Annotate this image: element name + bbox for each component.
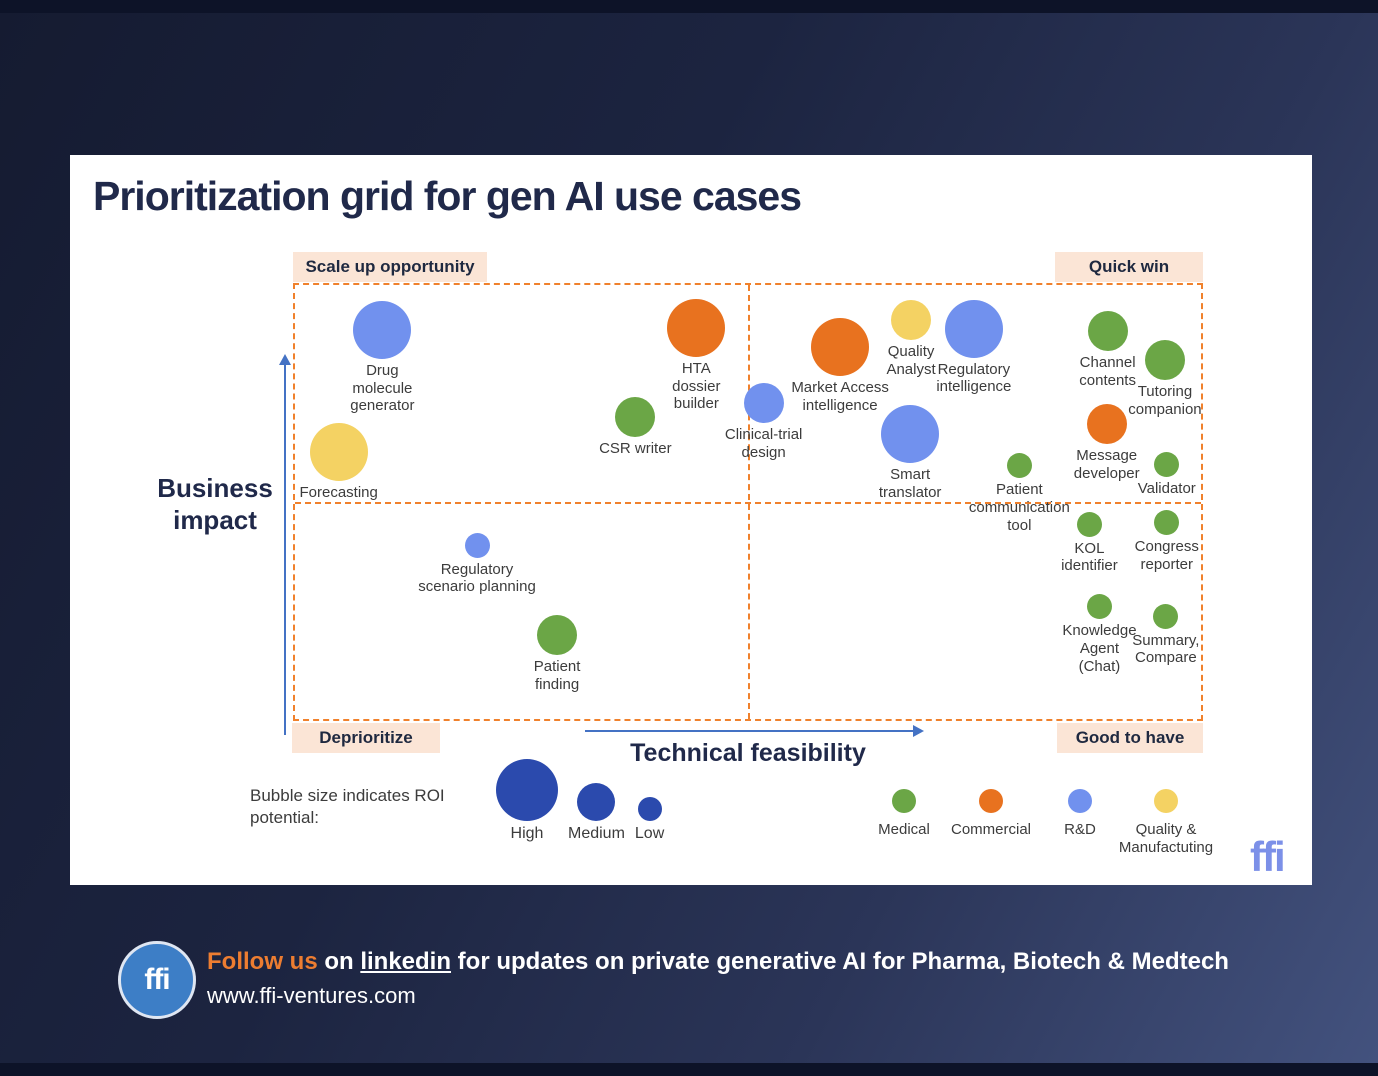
legend-dot-medical (892, 789, 916, 813)
bubble-regulatory-scenario-planning (464, 532, 490, 558)
bubble-hta-dossier-builder (667, 298, 726, 357)
footer-text-mid: on (317, 948, 361, 975)
legend-dot-quality-manufacturing (1154, 789, 1178, 813)
bubble-quality-analyst (891, 300, 932, 341)
bubble-label-drug-molecule-generator: Drug molecule generator (350, 362, 415, 415)
legend-label-commercial: Commercial (950, 821, 1031, 838)
bubble-forecasting (309, 422, 368, 481)
legend-item-r-d: R&D (1020, 789, 1140, 839)
bubble-patient-finding (537, 614, 578, 655)
bubble-label-validator: Validator (1137, 479, 1196, 497)
quadrant-label-quick-win: Quick win (1055, 252, 1203, 282)
size-legend-label-low: Low (634, 825, 665, 842)
bubble-message-developer (1086, 403, 1127, 444)
bubble-label-patient-finding: Patient finding (533, 657, 581, 693)
bubble-label-regulatory-scenario-planning: Regulatory scenario planning (418, 560, 536, 596)
bubble-label-message-developer: Message developer (1073, 446, 1140, 482)
size-legend-circle-high (496, 759, 558, 821)
legend-label-medical: Medical (878, 821, 930, 838)
y-axis-arrowhead-icon (279, 354, 291, 365)
bubble-summary-compare (1153, 603, 1179, 629)
bubble-label-channel-contents: Channel contents (1079, 353, 1136, 389)
x-axis-arrowhead-icon (913, 725, 924, 737)
page-title: Prioritization grid for gen AI use cases (93, 173, 802, 219)
size-legend: High Medium Low (496, 759, 664, 843)
bubble-label-market-access-intelligence: Market Access intelligence (791, 379, 889, 414)
bubble-channel-contents (1087, 310, 1128, 351)
bubble-label-quality-analyst: Quality Analyst (886, 343, 936, 378)
grid-divider-horizontal (295, 502, 1201, 504)
bubble-validator (1154, 451, 1180, 477)
footer-text-rest: for updates on private generative AI for… (451, 948, 1229, 975)
bubble-knowledge-agent-chat (1086, 594, 1112, 620)
legend-item-commercial: Commercial (931, 789, 1051, 839)
legend-label-r-d: R&D (1064, 821, 1096, 838)
bubble-label-knowledge-agent-chat: Knowledge Agent (Chat) (1062, 622, 1137, 675)
bubble-csr-writer (615, 396, 656, 437)
footer-linkedin-link[interactable]: linkedin (360, 948, 452, 975)
quadrant-label-good-to-have: Good to have (1057, 723, 1203, 753)
bubble-drug-molecule-generator (353, 301, 412, 360)
bubble-tutoring-companion (1144, 339, 1185, 380)
bubble-regulatory-intelligence (944, 299, 1003, 358)
bubble-kol-identifier (1076, 511, 1102, 537)
bubble-label-clinical-trial-design: Clinical-trial design (724, 425, 803, 461)
bubble-label-smart-translator: Smart translator (878, 465, 942, 501)
y-axis-label: Business impact (157, 473, 273, 535)
x-axis-arrow (585, 730, 915, 732)
bubble-label-summary-compare: Summary, Compare (1132, 631, 1200, 667)
bubble-label-forecasting: Forecasting (299, 483, 378, 501)
bubble-label-csr-writer: CSR writer (599, 439, 672, 457)
footer-follow-highlight: Follow us (207, 948, 318, 975)
bubble-label-regulatory-intelligence: Regulatory intelligence (936, 360, 1012, 396)
size-legend-label-high: High (510, 825, 544, 842)
bubble-label-congress-reporter: Congress reporter (1134, 538, 1199, 574)
bubble-clinical-trial-design (743, 382, 784, 423)
y-axis-arrow (284, 364, 286, 735)
footer-follow-text: Follow us on linkedin for updates on pri… (207, 948, 1347, 976)
bubble-label-patient-communication-tool: Patient communication tool (968, 481, 1070, 534)
bubble-label-tutoring-companion: Tutoring companion (1128, 382, 1202, 418)
bubble-label-hta-dossier-builder: HTA dossier builder (672, 359, 721, 413)
size-legend-item-medium: Medium (568, 783, 625, 843)
legend-item-quality-manufacturing: Quality & Manufactuting (1106, 789, 1226, 857)
x-axis-label: Technical feasibility (630, 739, 866, 767)
bubble-smart-translator (881, 404, 940, 463)
size-legend-item-low: Low (635, 797, 664, 843)
size-legend-label-medium: Medium (568, 825, 625, 842)
bubble-patient-communication-tool (1006, 453, 1032, 479)
size-legend-caption: Bubble size indicates ROI potential: (250, 786, 445, 828)
legend-dot-commercial (979, 789, 1003, 813)
footer: Follow us on linkedin for updates on pri… (207, 948, 1347, 1009)
ffi-logo-mark: ffi (1250, 833, 1286, 880)
legend-label-quality-manufacturing: Quality & Manufactuting (1118, 821, 1214, 856)
size-legend-circle-low (637, 797, 662, 821)
size-legend-circle-medium (577, 783, 616, 821)
quadrant-label-scale-up-opportunity: Scale up opportunity (293, 252, 487, 282)
legend-item-medical: Medical (844, 789, 964, 839)
bubble-market-access-intelligence (811, 318, 870, 377)
size-legend-item-high: High (496, 759, 558, 843)
slide-card: Prioritization grid for gen AI use cases… (70, 155, 1312, 885)
bubble-congress-reporter (1154, 510, 1180, 536)
legend-dot-r-d (1068, 789, 1092, 813)
footer-ffi-logo: ffi (118, 941, 196, 1019)
footer-website-link[interactable]: www.ffi-ventures.com (207, 983, 416, 1008)
bubble-label-kol-identifier: KOL identifier (1061, 539, 1118, 575)
quadrant-label-deprioritize: Deprioritize (292, 723, 440, 753)
